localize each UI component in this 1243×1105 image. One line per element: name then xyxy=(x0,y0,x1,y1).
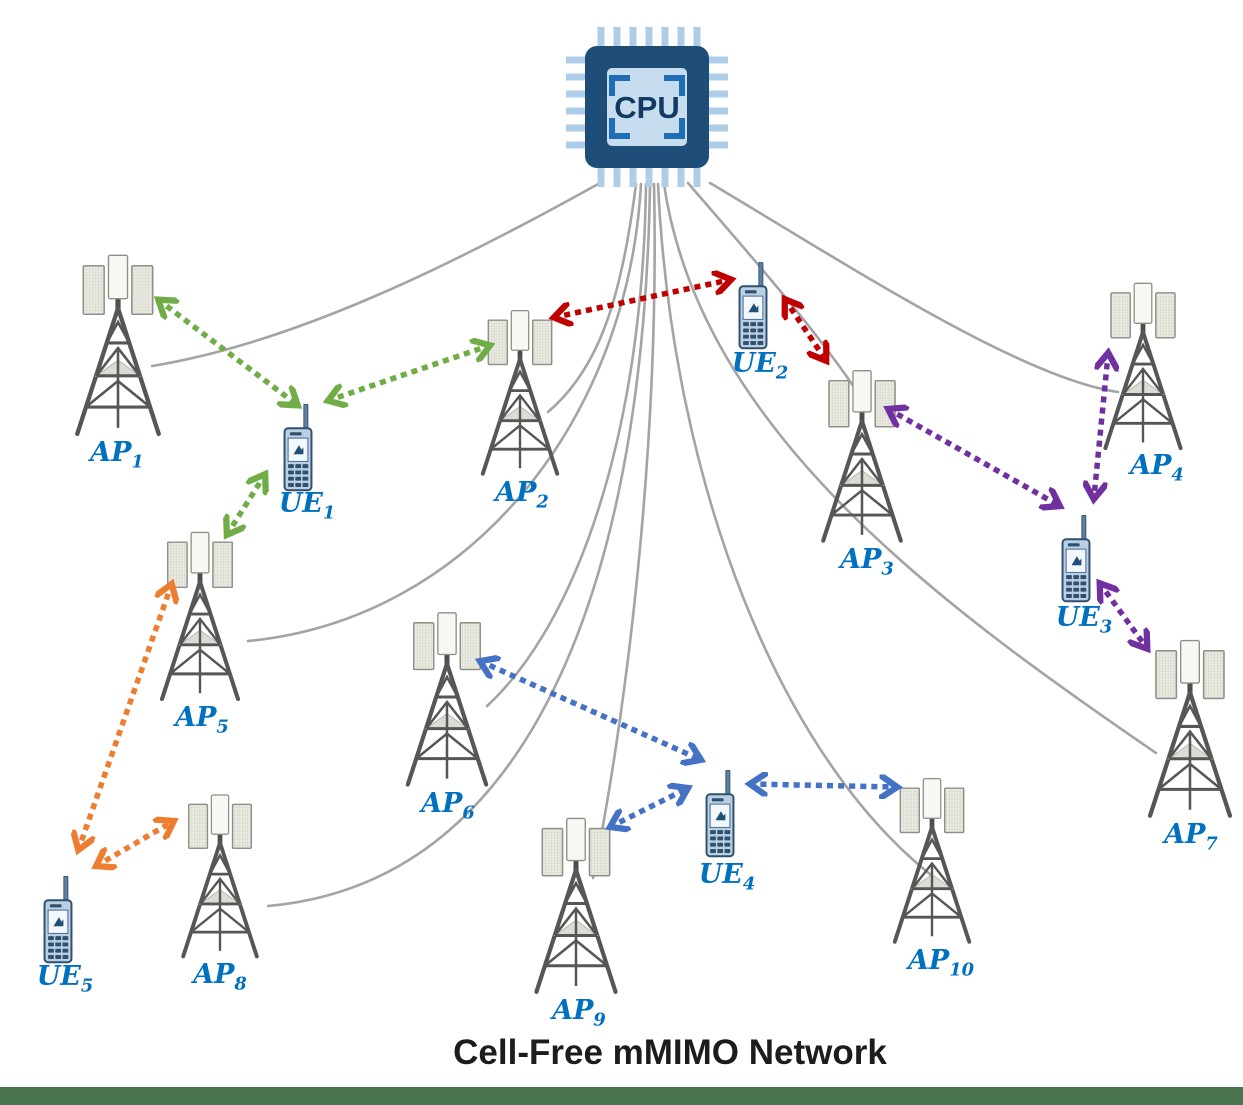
link-ue1-ap2 xyxy=(330,346,488,400)
link-ap3-ue3 xyxy=(890,410,1058,505)
fronthaul-ap8 xyxy=(266,182,652,908)
link-ap1-ue1 xyxy=(160,301,296,404)
fronthaul-ap4 xyxy=(708,181,1120,394)
link-ap6-ue4 xyxy=(482,662,699,759)
link-ue5-ap8 xyxy=(98,822,172,865)
cpu-label: CPU xyxy=(614,90,679,125)
link-ue3-ap7 xyxy=(1101,585,1146,647)
link-ue2-ap3 xyxy=(786,301,825,359)
diagram-title: Cell-Free mMIMO Network xyxy=(453,1033,887,1072)
ap1-tower-icon xyxy=(77,255,158,434)
link-ue4-ap10 xyxy=(752,784,895,787)
cpu-chip-die xyxy=(607,68,687,146)
link-ap4-ue3 xyxy=(1094,355,1108,497)
ue4-phone-icon xyxy=(705,770,735,858)
link-ap5-ue5 xyxy=(79,586,171,848)
radio-links xyxy=(79,280,1146,865)
link-ap2-ue2 xyxy=(556,280,729,317)
cpu-icon: CPU xyxy=(566,27,728,187)
link-ap9-ue4 xyxy=(612,789,686,826)
ue1-phone-icon xyxy=(283,404,313,492)
footer-accent-bar xyxy=(0,1087,1243,1105)
ue5-phone-icon xyxy=(43,876,73,964)
ap5-tower-icon xyxy=(162,532,238,699)
ap6-tower-icon xyxy=(408,613,486,785)
ap2-tower-icon xyxy=(483,311,557,474)
fronthaul-links xyxy=(150,181,1158,908)
link-ue1-ap5 xyxy=(228,476,264,533)
ap8-tower-icon xyxy=(181,793,259,959)
cpu-focus-brackets xyxy=(609,75,685,139)
ap4-tower-icon xyxy=(1105,283,1180,448)
fronthaul-ap3 xyxy=(686,181,858,392)
ap3-tower-icon xyxy=(823,371,901,541)
ap7-tower-icon xyxy=(1150,641,1230,816)
fronthaul-ap7 xyxy=(662,182,1158,755)
ap10-tower-icon xyxy=(895,779,969,942)
ue3-phone-icon xyxy=(1061,515,1091,603)
ap9-tower-icon xyxy=(536,818,615,991)
ue2-phone-icon xyxy=(738,262,768,350)
network-nodes xyxy=(43,255,1230,991)
